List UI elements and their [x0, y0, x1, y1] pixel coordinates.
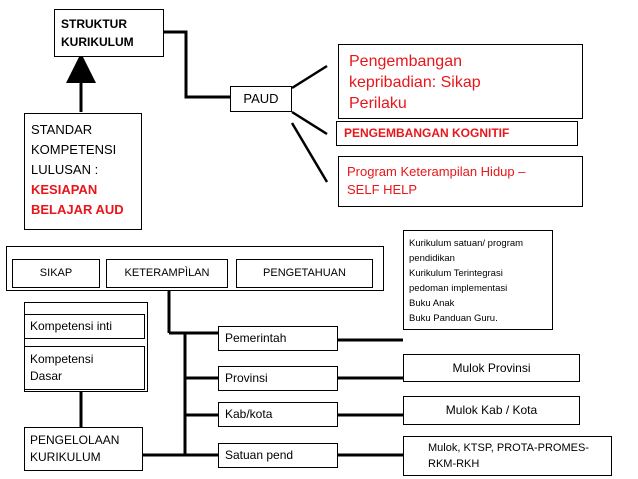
- kepribadian-line-1: Pengembangan: [349, 53, 462, 70]
- kurikulum-list-item: Kurikulum satuan/ program: [409, 238, 524, 249]
- level-pemerintah-label: Pemerintah: [225, 331, 287, 345]
- mulok-ktsp-box: Mulok, KTSP, PROTA-PROMES- RKM-RKH: [403, 436, 612, 476]
- pengelolaan-line-2: KURIKULUM: [30, 450, 101, 464]
- kurikulum-list-item: pedoman implementasi: [409, 283, 508, 294]
- kognitif-box: PENGEMBANGAN KOGNITIF: [336, 121, 578, 146]
- connector-paud-kepribadian: [291, 64, 328, 90]
- aspect-keterampilan: KETERAMPÌLAN: [106, 259, 228, 288]
- program-line-2: SELF HELP: [347, 182, 418, 197]
- kompetensi-inti-box: Kompetensi inti: [24, 314, 145, 339]
- connector-paud-program: [290, 122, 329, 183]
- kognitif-label: PENGEMBANGAN KOGNITIF: [344, 126, 510, 140]
- mulok-ktsp-line-2: RKM-RKH: [428, 458, 480, 470]
- kompetensi-inti-label: Kompetensi inti: [30, 319, 113, 333]
- kompetensi-dasar-line-1: Kompetensi: [30, 352, 94, 366]
- aspect-pengetahuan: PENGETAHUAN: [236, 259, 373, 288]
- mulok-provinsi-box: Mulok Provinsi: [403, 354, 580, 382]
- standar-line-5: BELAJAR AUD: [31, 202, 124, 217]
- program-keterampilan-box: Program Keterampilan Hidup – SELF HELP: [338, 156, 583, 207]
- mulok-kab-box: Mulok Kab / Kota: [403, 396, 580, 425]
- paud-label: PAUD: [243, 91, 279, 106]
- aspect-sikap: SIKAP: [12, 259, 100, 288]
- level-satuan-pend: Satuan pend: [218, 443, 338, 468]
- kepribadian-line-2: kepribadian: Sikap: [349, 74, 481, 91]
- kurikulum-list-item: pendidikan: [409, 253, 455, 264]
- mulok-kab-label: Mulok Kab / Kota: [445, 403, 538, 417]
- level-provinsi: Provinsi: [218, 366, 338, 391]
- mulok-ktsp-line-1: Mulok, KTSP, PROTA-PROMES-: [428, 442, 589, 454]
- aspect-sikap-label: SIKAP: [39, 267, 73, 279]
- kurikulum-list-item: Kurikulum Terintegrasi: [409, 268, 503, 279]
- struktur-line-2: KURIKULUM: [61, 35, 134, 49]
- kompetensi-dasar-box: Kompetensi Dasar: [24, 346, 145, 390]
- level-provinsi-label: Provinsi: [225, 371, 268, 385]
- standar-line-1: STANDAR: [31, 122, 93, 137]
- kurikulum-list-item: Buku Anak: [409, 298, 455, 309]
- level-kabkota-label: Kab/kota: [225, 407, 273, 421]
- level-pemerintah: Pemerintah: [218, 326, 338, 351]
- pengelolaan-kurikulum-box: PENGELOLAAN KURIKULUM: [24, 427, 143, 471]
- paud-box: PAUD: [230, 86, 292, 112]
- standar-line-2: KOMPETENSI: [31, 142, 117, 157]
- struktur-kurikulum-box: STRUKTUR KURIKULUM: [54, 9, 164, 57]
- pengelolaan-line-1: PENGELOLAAN: [30, 433, 120, 447]
- standar-kompetensi-box: STANDAR KOMPETENSI LULUSAN : KESIAPAN BE…: [24, 113, 142, 230]
- struktur-line-1: STRUKTUR: [61, 17, 127, 31]
- connector-paud-kognitif: [291, 110, 328, 136]
- level-satuan-label: Satuan pend: [225, 448, 294, 462]
- kurikulum-list-item: Buku Panduan Guru.: [409, 313, 498, 324]
- mulok-provinsi-label: Mulok Provinsi: [452, 361, 531, 375]
- kompetensi-dasar-line-2: Dasar: [30, 369, 63, 383]
- aspect-pengetahuan-label: PENGETAHUAN: [263, 267, 346, 279]
- kepribadian-box: Pengembangan kepribadian: Sikap Perilaku: [338, 44, 583, 119]
- standar-line-4: KESIAPAN: [31, 182, 98, 197]
- kurikulum-list-box: Kurikulum satuan/ program pendidikan Kur…: [403, 230, 553, 330]
- standar-line-3: LULUSAN :: [31, 162, 99, 177]
- level-kabkota: Kab/kota: [218, 402, 338, 427]
- program-line-1: Program Keterampilan Hidup –: [347, 164, 526, 179]
- aspect-keterampilan-label: KETERAMPÌLAN: [124, 267, 210, 279]
- kepribadian-line-3: Perilaku: [349, 95, 407, 112]
- connector-struktur-paud: [163, 30, 230, 99]
